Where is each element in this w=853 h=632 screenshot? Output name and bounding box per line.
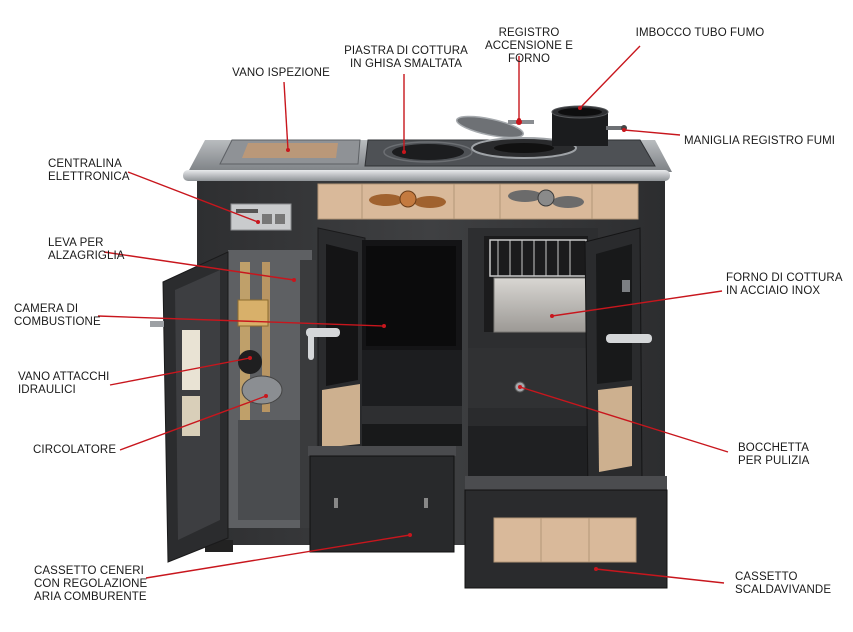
leader-cassetto-ceneri: [145, 534, 411, 579]
leader-circolatore: [119, 395, 267, 451]
leader-vano-ispezione: [283, 81, 289, 151]
leader-bocchetta: [519, 386, 729, 453]
firebox-door: [306, 227, 366, 479]
warming-drawer: [464, 476, 668, 589]
label-vano-attacchi-idraulici: VANO ATTACCHI IDRAULICI: [18, 371, 110, 396]
oven: [468, 228, 598, 476]
leader-maniglia: [623, 129, 681, 136]
leader-imbocco: [579, 45, 641, 109]
label-leva-alzagriglia: LEVA PER ALZAGRIGLIA: [48, 237, 125, 262]
tile-band: [317, 183, 639, 220]
cooking-plate: [183, 115, 672, 181]
leader-lines: [97, 45, 729, 584]
ash-drawer: [308, 446, 456, 553]
leader-leva: [103, 251, 295, 281]
label-registro-accensione: REGISTRO ACCENSIONE E FORNO: [484, 27, 574, 65]
label-vano-ispezione: VANO ISPEZIONE: [232, 67, 330, 79]
label-maniglia-registro-fumi: MANIGLIA REGISTRO FUMI: [684, 135, 836, 147]
label-camera-combustione: CAMERA DI COMBUSTIONE: [14, 303, 101, 328]
registro-rod: [508, 119, 534, 125]
leader-centralina: [127, 171, 259, 223]
leader-cassetto-scalda: [595, 568, 725, 584]
label-circolatore: CIRCOLATORE: [33, 444, 117, 456]
leader-dots: [248, 106, 626, 571]
hydraulic-door: [150, 251, 229, 563]
label-centralina-elettronica: CENTRALINA ELETTRONICA: [48, 158, 130, 183]
leader-vano-attacchi: [109, 357, 251, 386]
leader-forno: [551, 290, 723, 317]
label-forno-cottura: FORNO DI COTTURA IN ACCIAIO INOX: [726, 272, 843, 297]
label-piastra-cottura: PIASTRA DI COTTURA IN GHISA SMALTATA: [344, 45, 468, 70]
oven-door: [584, 227, 652, 493]
combustion-chamber: [362, 240, 462, 446]
leader-camera: [97, 315, 385, 327]
label-cassetto-scaldavivande: CASSETTO SCALDAVIVANDE: [735, 571, 832, 596]
hydraulic-compartment: [228, 250, 316, 528]
electronic-control-panel: [230, 203, 292, 231]
label-cassetto-ceneri: CASSETTO CENERI CON REGOLAZIONE ARIA COM…: [34, 565, 148, 603]
label-bocchetta-pulizia: BOCCHETTA PER PULIZIA: [738, 442, 810, 467]
label-imbocco-tubo-fumo: IMBOCCO TUBO FUMO: [635, 27, 765, 39]
flue-collar: [551, 105, 627, 146]
